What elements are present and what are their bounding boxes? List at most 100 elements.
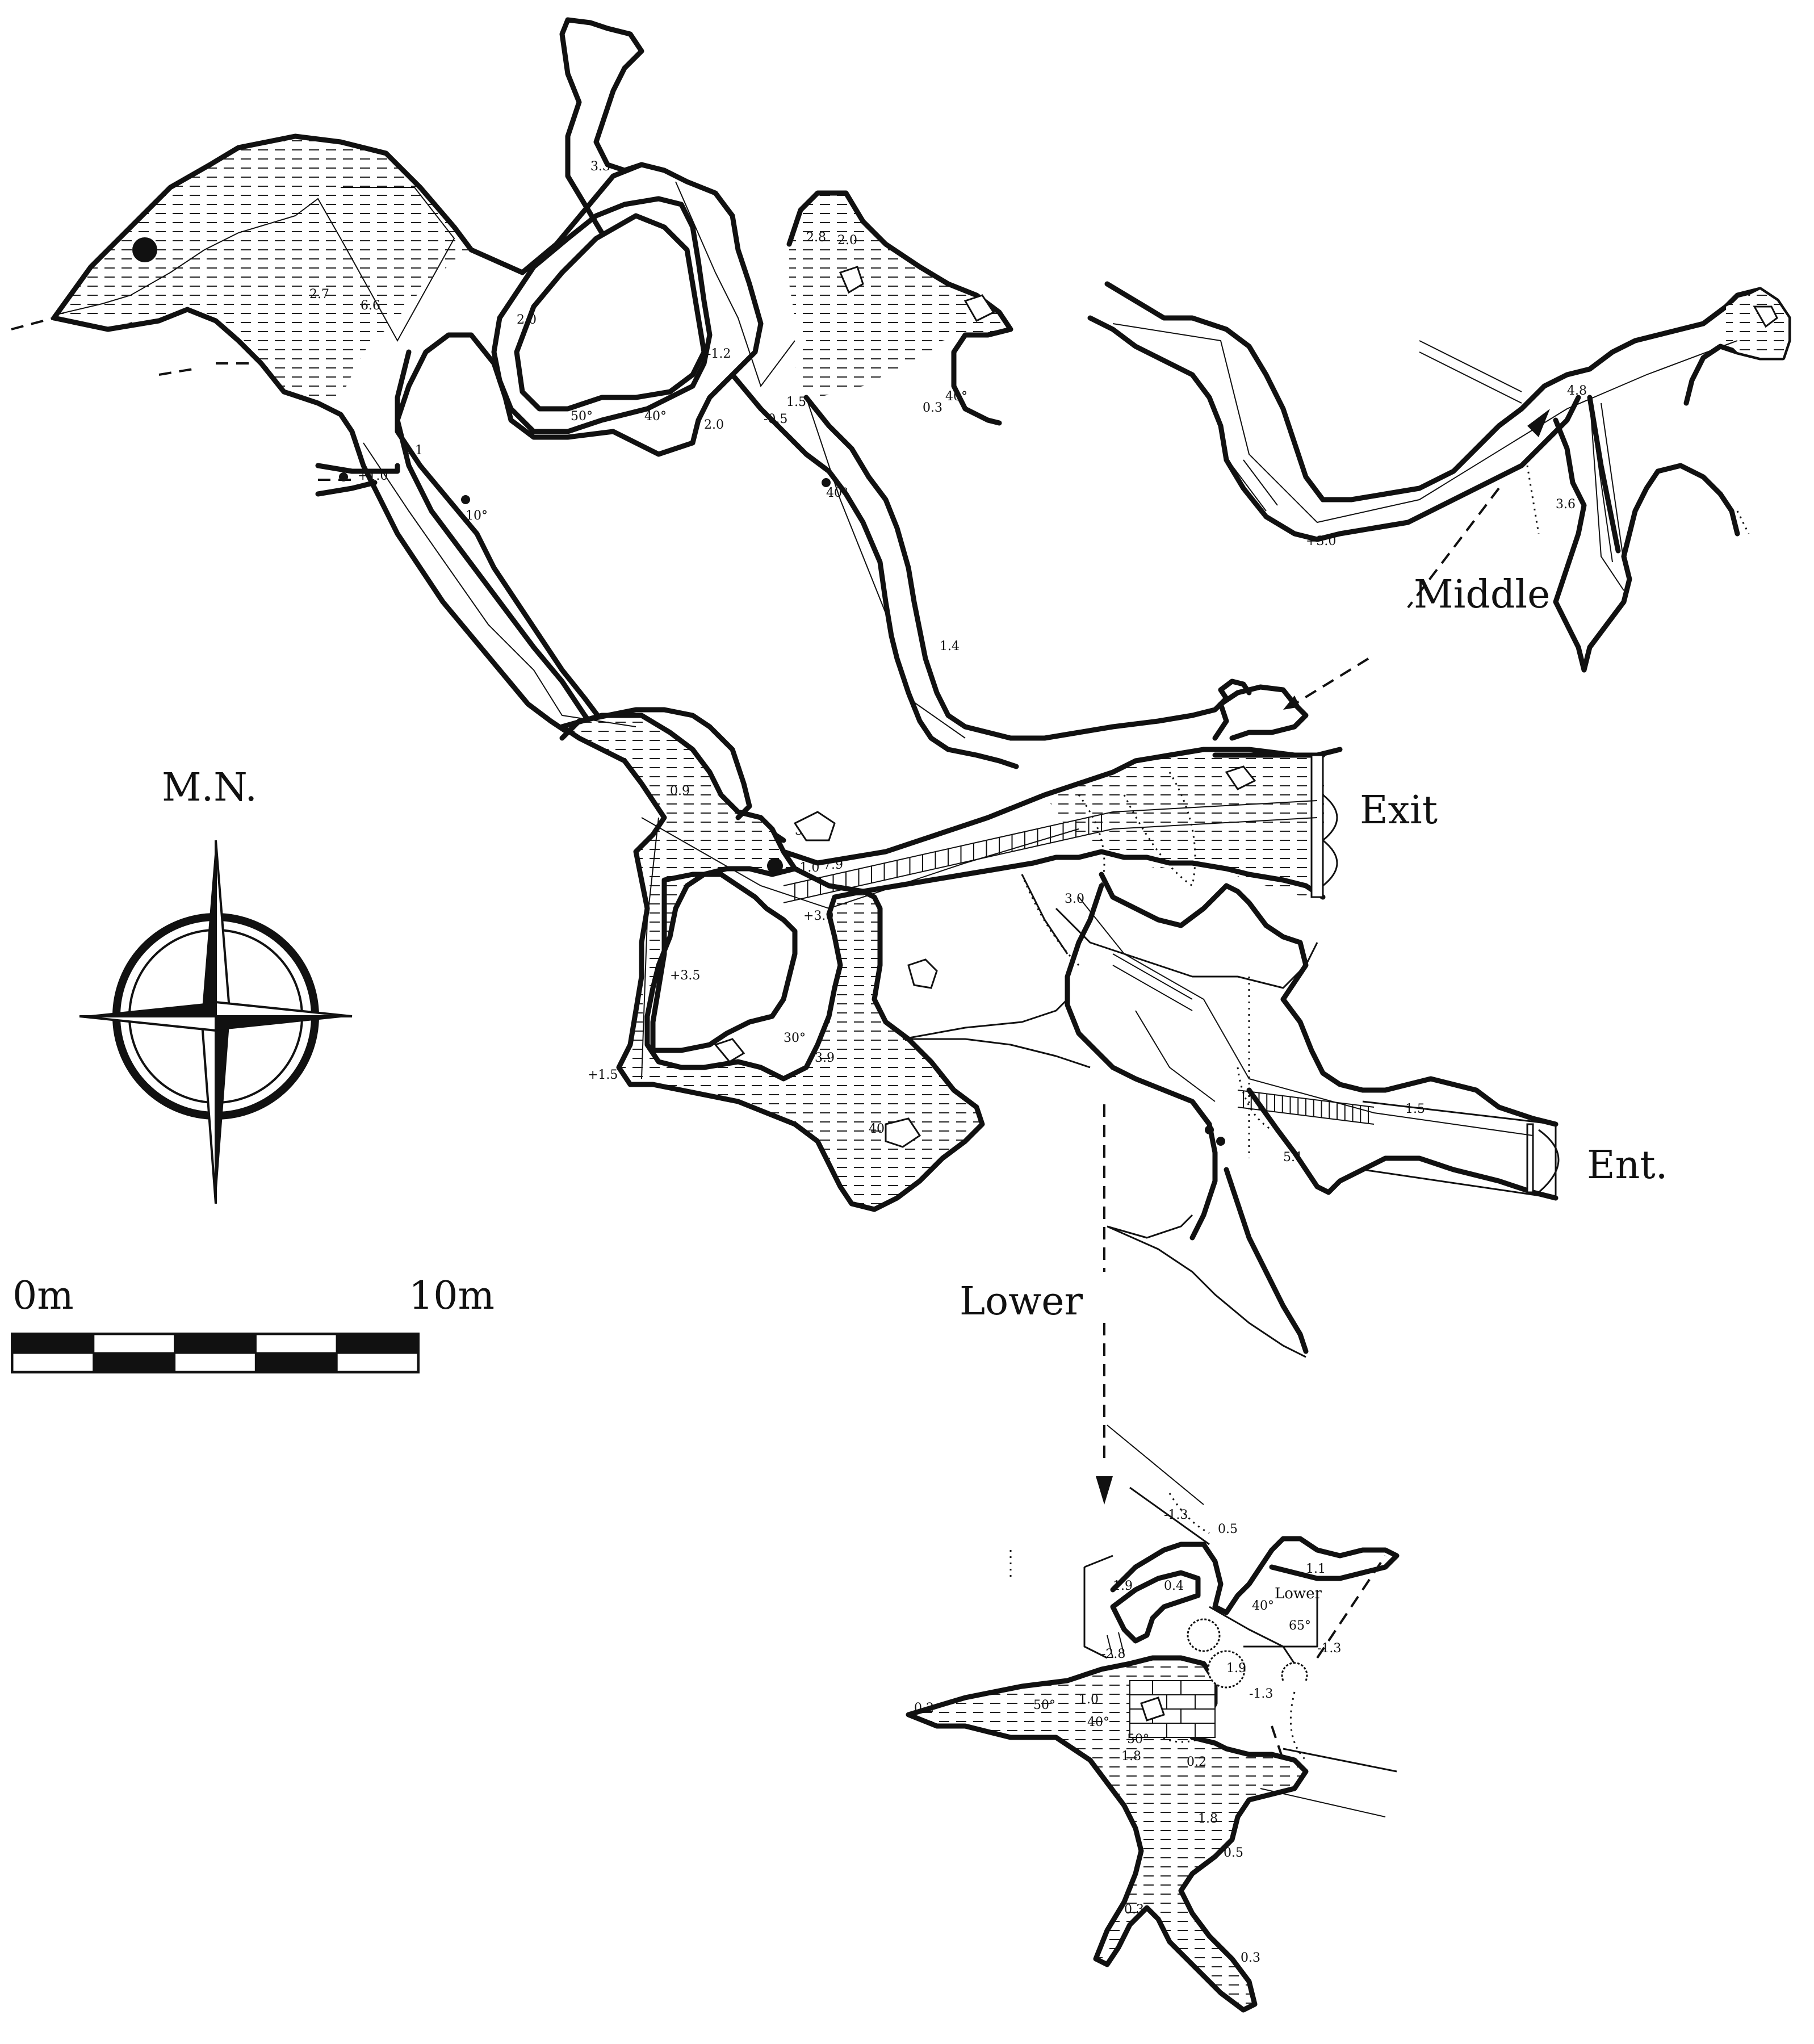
depth-label: +1.0 (358, 469, 388, 483)
west-entrance-dashes (11, 317, 55, 330)
central-passage-west (730, 372, 1019, 769)
scale-bar: 0m 10m (11, 1274, 495, 1373)
slope-labels: 50° 40° 40° 10° 40° 30° 40° 40° 65° 50° … (466, 389, 1311, 1746)
ladder-rungs (794, 815, 1102, 900)
slope-label: 40° (1252, 1599, 1274, 1613)
middle-level-south-branch (1553, 417, 1740, 673)
slope-label: 50° (571, 409, 593, 424)
depth-label: 2.0 (704, 418, 724, 432)
depth-label: 7.9 (823, 858, 843, 872)
lower-inset-dashed (1271, 1555, 1386, 1761)
scale-segment-upper (254, 1333, 338, 1354)
scale-segment-lower (174, 1352, 257, 1373)
compass-needle-west-light (79, 1015, 217, 1032)
lower-inset-pit-3 (1281, 1662, 1308, 1681)
entrance-corridor-wall-s (1246, 1087, 1559, 1201)
depth-label: 3.6 (1556, 497, 1576, 512)
west-side-passage (315, 463, 400, 474)
depth-label: 2.7 (309, 287, 329, 301)
lower-inset-water (908, 1658, 1306, 2010)
depth-label: -1.3 (1164, 1508, 1188, 1522)
survey-lines (53, 181, 1079, 1079)
entrance-survey (1078, 897, 1534, 1136)
slope-label: 30° (784, 1031, 806, 1045)
depth-label: -1.2 (707, 347, 731, 361)
depth-label: +3.0 (803, 909, 833, 923)
scale-segment-upper (11, 1333, 95, 1354)
exit-frame (1310, 754, 1324, 898)
scale-segment-lower (254, 1352, 338, 1373)
depth-labels: 6.6 2.0 2.7 2.1 +1.0 -1.2 2.0 -0.5 1.5 1… (309, 160, 1587, 1965)
depth-label: 1.5 (1405, 1102, 1425, 1116)
compass-needle-north-dark (202, 840, 216, 1016)
depth-label: 2.8 (806, 231, 826, 245)
middle-leader-arrowhead (1527, 409, 1550, 437)
middle-level-dotted (1526, 465, 1750, 534)
boulders (714, 266, 1778, 1722)
lower-inset-ladder (1107, 1632, 1125, 1658)
lower-inset-pit-1 (1187, 1618, 1221, 1652)
depth-label: 0.3 (1241, 1951, 1260, 1965)
compass-needle-north-light (215, 840, 232, 1017)
lower-inset-diag-line (1107, 1425, 1204, 1505)
depth-label: 6.6 (361, 299, 380, 313)
entrance-dotted (1021, 874, 1272, 1158)
scale-segment-lower (93, 1352, 176, 1373)
depth-label: +1.0 (789, 861, 819, 875)
scale-segment-upper (336, 1333, 419, 1354)
depth-label: 0.9 (670, 784, 690, 798)
depth-label: 2.1 (403, 443, 423, 458)
middle-connector-wall (1212, 684, 1309, 741)
depth-label: -1.3 (1249, 1687, 1273, 1701)
middle-level-water (1726, 290, 1788, 358)
slope-label: 10° (466, 509, 488, 523)
central-junction-wall (559, 713, 985, 1212)
entrance-corridor-wall-n (1280, 996, 1559, 1127)
exit-corridor-north-wall (781, 747, 1326, 866)
depth-label: 0.5 (1224, 1846, 1243, 1860)
depth-label: 1.5 (786, 395, 806, 409)
middle-level-label: Middle (1414, 572, 1550, 617)
entrance-area (902, 872, 1560, 1505)
entrance-ladder-rungs (1243, 1091, 1369, 1124)
slope-label: 40° (826, 486, 848, 500)
slope-label: 40° (1087, 1715, 1109, 1729)
depth-label: 4.8 (1567, 384, 1587, 398)
upper-level-cave (11, 17, 1343, 1212)
central-passage-east (803, 395, 1252, 741)
junction-north-alcove (559, 707, 752, 820)
compass-needle-south-dark (216, 1016, 230, 1204)
middle-level-ladders (1231, 340, 1624, 563)
slope-label: 40° (644, 409, 667, 424)
compass-needle-east-light (216, 1016, 352, 1031)
depth-label: 0.3 (1124, 1903, 1144, 1917)
depth-label: 1.1 (1306, 1562, 1326, 1576)
entrance-label: Ent. (1587, 1143, 1668, 1188)
slope-label: 65° (1289, 1619, 1311, 1633)
entrance-frame (1526, 1123, 1534, 1193)
middle-leader-arrowhead-2 (1283, 696, 1300, 710)
scale-segment-lower (11, 1352, 95, 1373)
middle-level-survey (1112, 323, 1738, 591)
middle-leader-dashed (1293, 487, 1500, 705)
entrance-door-arc (1538, 1129, 1560, 1193)
depth-label: 0.3 (923, 401, 942, 415)
scale-segment-lower (336, 1352, 419, 1373)
depth-label: 0.2 (914, 1701, 934, 1715)
compass-needle-south-light (200, 1015, 217, 1204)
survey-dots (132, 237, 1225, 1146)
north-label: M.N. (162, 765, 257, 810)
north-loop-inner (491, 196, 713, 434)
scale-segment-upper (93, 1333, 176, 1354)
exit-corridor-south-wall (792, 849, 1326, 900)
west-entrance-dashes-2 (158, 362, 250, 376)
lower-leader-arrowhead (1096, 1476, 1113, 1505)
inset-lower-label: Lower (1275, 1585, 1322, 1602)
entrance-thin-walls (902, 874, 1318, 1358)
depth-label: -2.8 (1101, 1647, 1125, 1661)
compass-needle-east-dark (215, 1000, 353, 1017)
exit-label: Exit (1360, 788, 1438, 833)
middle-level-cave (1087, 281, 1791, 710)
middle-level-south-branch-2 (1587, 395, 1621, 554)
